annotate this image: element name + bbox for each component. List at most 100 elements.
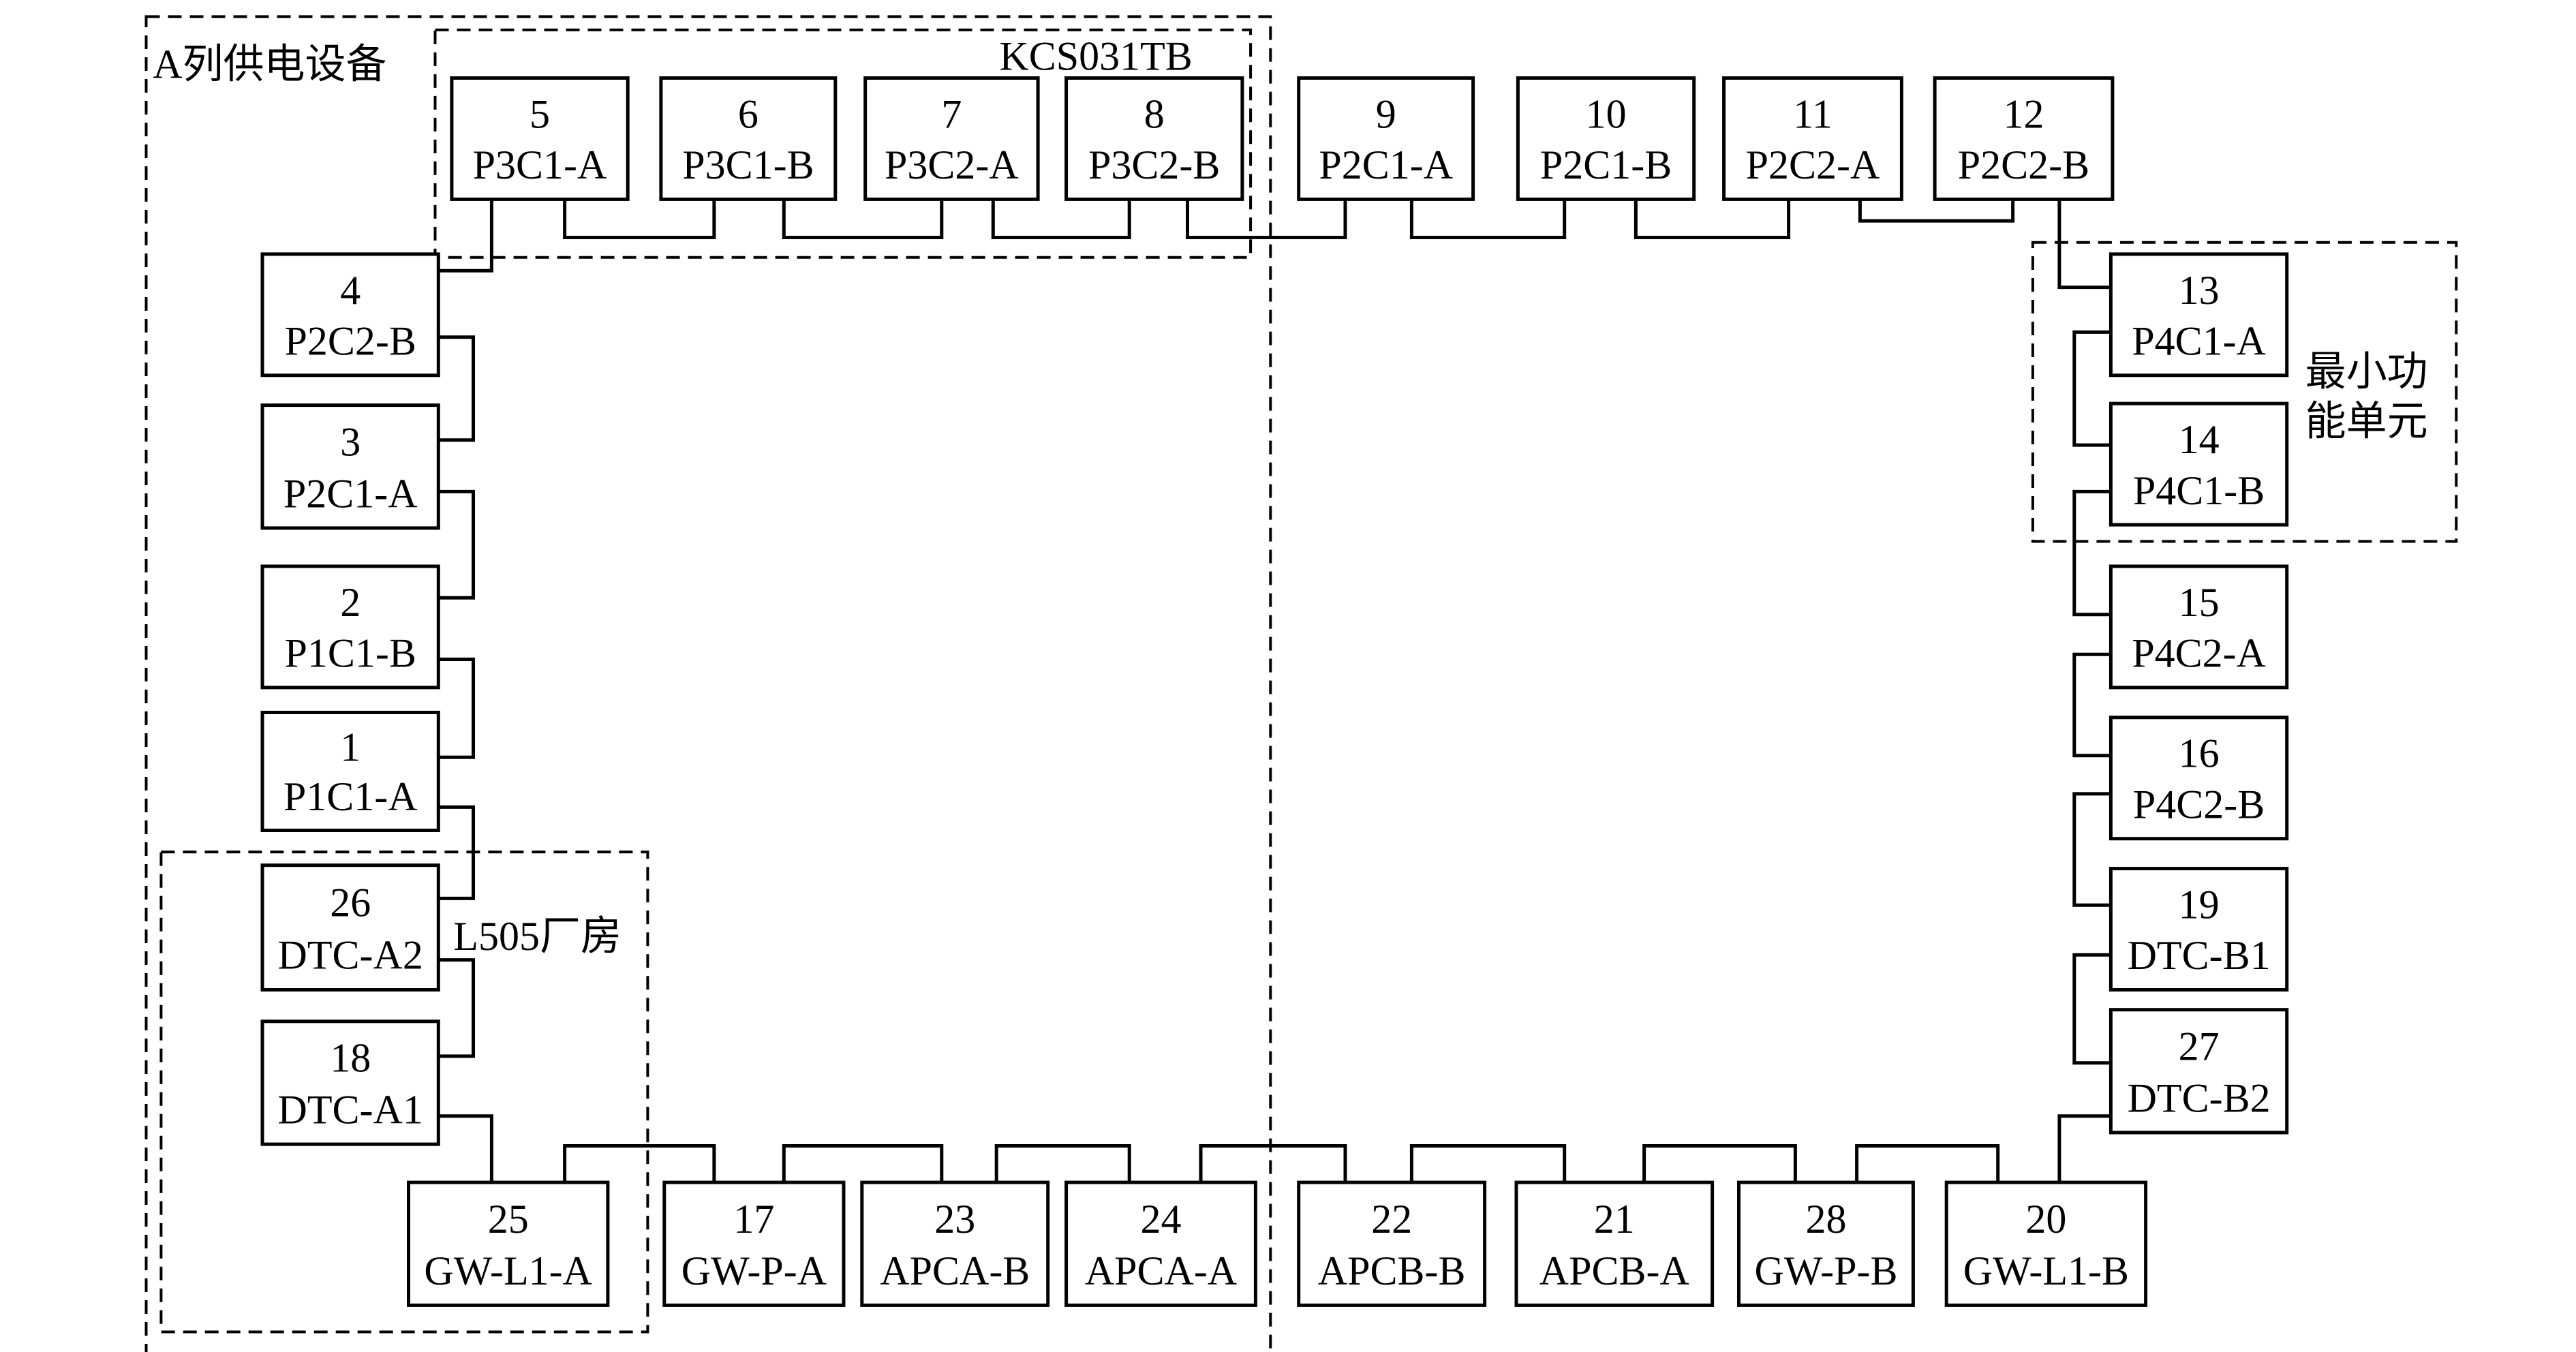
device-number: 20 xyxy=(2025,1197,2066,1242)
device-box xyxy=(1944,1180,2148,1307)
device-name: DTC-B2 xyxy=(2128,1075,2271,1120)
device-name: DTC-B1 xyxy=(2128,933,2271,978)
group-boundary xyxy=(2031,241,2458,543)
device-name: APCB-B xyxy=(1318,1248,1466,1293)
group-label: A列供电设备 xyxy=(153,42,386,87)
device-name: GW-L1-A xyxy=(424,1248,592,1293)
device-name: P4C2-A xyxy=(2132,631,2266,676)
connection-line xyxy=(438,489,475,600)
device-box xyxy=(1064,1180,1257,1307)
device-name: P3C1-B xyxy=(682,142,814,187)
device-box xyxy=(260,564,440,690)
device-name: P2C2-A xyxy=(1746,142,1880,187)
connection-line xyxy=(2072,652,2111,758)
connection-line xyxy=(2072,489,2111,617)
device-name: DTC-A2 xyxy=(278,932,423,977)
device-number: 15 xyxy=(2179,580,2220,625)
device-number: 11 xyxy=(1793,92,1833,137)
group-a-train-power: A列供电设备 xyxy=(144,15,1272,1352)
connection-line xyxy=(438,335,475,442)
device-number: 26 xyxy=(330,880,371,925)
device-box xyxy=(260,711,440,832)
device-box xyxy=(2109,401,2289,527)
device-name: APCB-A xyxy=(1539,1248,1689,1293)
device-number: 3 xyxy=(340,420,361,465)
connection-line xyxy=(438,958,475,1058)
connection-line xyxy=(1634,199,1791,239)
connection-line xyxy=(1409,1144,1567,1183)
device-name: P2C2-B xyxy=(1958,142,2089,187)
device-number: 22 xyxy=(1371,1197,1412,1242)
group-l505-plant: L505厂房 xyxy=(159,850,649,1334)
device-number: 24 xyxy=(1141,1197,1182,1242)
connection-line xyxy=(782,199,944,239)
device-number: 18 xyxy=(330,1036,371,1081)
connection-line xyxy=(2072,792,2111,907)
device-box xyxy=(407,1180,610,1307)
group-label: 最小功 xyxy=(2305,349,2428,394)
connection-line xyxy=(1409,199,1567,239)
device-box xyxy=(260,1019,440,1146)
device-number: 28 xyxy=(1806,1197,1847,1242)
device-name: GW-L1-B xyxy=(1963,1248,2129,1293)
device-box xyxy=(1514,1180,1715,1307)
device-name: P2C1-B xyxy=(1540,142,1672,187)
connection-line xyxy=(2072,330,2111,447)
device-number: 8 xyxy=(1144,92,1165,137)
device-box xyxy=(1722,76,1903,201)
device-number: 13 xyxy=(2179,268,2220,313)
device-number: 16 xyxy=(2179,731,2220,776)
device-name: GW-P-A xyxy=(681,1248,827,1293)
device-box xyxy=(1737,1180,1915,1307)
group-kcs031tb: KCS031TB xyxy=(433,28,1253,259)
device-box xyxy=(1516,76,1696,201)
device-number: 12 xyxy=(2004,92,2044,137)
device-box xyxy=(2109,867,2289,992)
device-box xyxy=(450,76,630,201)
group-boundary xyxy=(159,850,649,1334)
device-number: 27 xyxy=(2179,1024,2220,1069)
device-name: APCA-B xyxy=(880,1248,1030,1293)
device-box xyxy=(260,403,440,530)
device-number: 17 xyxy=(733,1197,774,1242)
group-label-line2: 能单元 xyxy=(2305,399,2428,444)
connection-line xyxy=(2072,953,2111,1065)
device-box xyxy=(1297,1180,1487,1307)
group-boundary xyxy=(144,15,1272,1352)
device-name: P3C1-A xyxy=(473,142,607,187)
device-box xyxy=(1933,76,2115,201)
device-box xyxy=(260,252,440,378)
device-box xyxy=(2109,252,2289,378)
connection-line xyxy=(991,199,1131,239)
group-boundary xyxy=(433,28,1253,259)
